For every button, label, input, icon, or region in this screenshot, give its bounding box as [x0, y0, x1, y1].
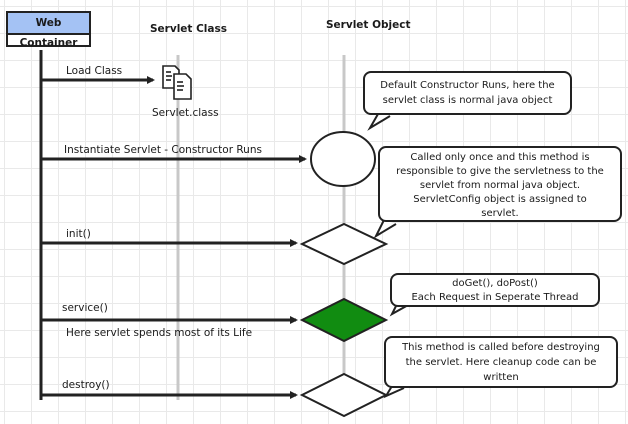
- callout-line: Called only once and this method is: [410, 152, 590, 163]
- callout-line: servlet.: [481, 208, 519, 219]
- servlet-class-header: Servlet Class: [150, 23, 227, 35]
- callout-tail: [383, 385, 405, 399]
- callout-tail: [373, 219, 397, 239]
- callout-line: the servlet. Here cleanup code can be: [405, 357, 597, 368]
- init-label: init(): [66, 228, 91, 240]
- web-container-box: Web Container: [6, 11, 91, 49]
- callout-line: written: [483, 372, 519, 383]
- callout-constructor: Default Constructor Runs, here the servl…: [363, 71, 572, 115]
- callout-destroy: This method is called before destroying …: [384, 336, 618, 388]
- callout-line: servlet from normal java object.: [419, 180, 581, 191]
- callout-line: doGet(), doPost(): [452, 278, 538, 289]
- service-label: service(): [62, 302, 108, 314]
- callout-service: doGet(), doPost() Each Request in Sepera…: [390, 273, 600, 307]
- callout-line: This method is called before destroying: [402, 342, 600, 353]
- destroy-label: destroy(): [62, 379, 110, 391]
- callout-line: servlet class is normal java object: [382, 95, 553, 106]
- callout-line: Each Request in Seperate Thread: [411, 292, 579, 303]
- servlet-object-header: Servlet Object: [326, 19, 411, 31]
- destroy-state-diamond: [299, 372, 389, 418]
- callout-line: responsible to give the servletness to t…: [396, 166, 604, 177]
- web-container-label: Web Container: [8, 13, 89, 49]
- load-class-label: Load Class: [66, 65, 123, 77]
- servlet-class-file-label: Servlet.class: [152, 107, 219, 119]
- callout-line: ServletConfig object is assigned to: [413, 194, 587, 205]
- document-copy-icon: [162, 65, 192, 100]
- constructor-state-circle: [310, 131, 376, 187]
- service-state-diamond: [299, 297, 389, 343]
- service-note: Here servlet spends most of its Life: [66, 327, 253, 339]
- callout-line: Default Constructor Runs, here the: [380, 80, 555, 91]
- callout-tail: [367, 113, 391, 131]
- init-state-diamond: [299, 222, 389, 266]
- instantiate-label: Instantiate Servlet - Constructor Runs: [64, 144, 262, 156]
- callout-init: Called only once and this method is resp…: [378, 146, 622, 222]
